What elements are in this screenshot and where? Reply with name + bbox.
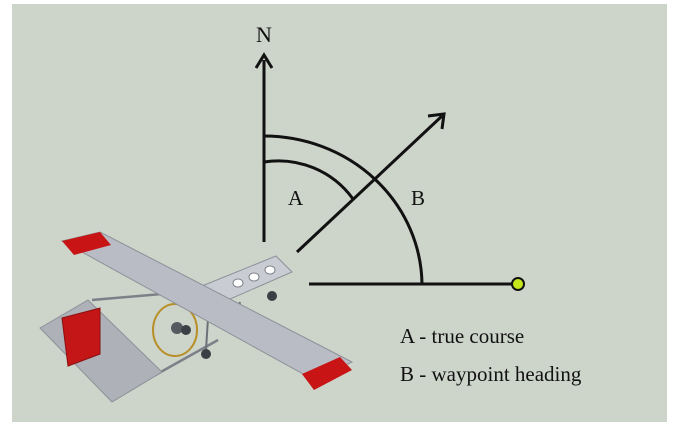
waypoint-dot-icon [511, 277, 525, 291]
course-arrowhead-icon [427, 112, 446, 130]
uav-aircraft-icon [39, 231, 354, 403]
legend-line-a: A - true course [400, 324, 524, 348]
north-arrowhead-icon [254, 52, 274, 69]
legend-line-b: B - waypoint heading [400, 362, 582, 386]
course-vector-line [295, 114, 444, 254]
angle-b-label: B [411, 186, 425, 210]
angle-arc-a [263, 159, 355, 200]
angle-arc-b [263, 134, 424, 285]
north-label: N [256, 22, 272, 47]
angle-a-label: A [288, 186, 304, 210]
